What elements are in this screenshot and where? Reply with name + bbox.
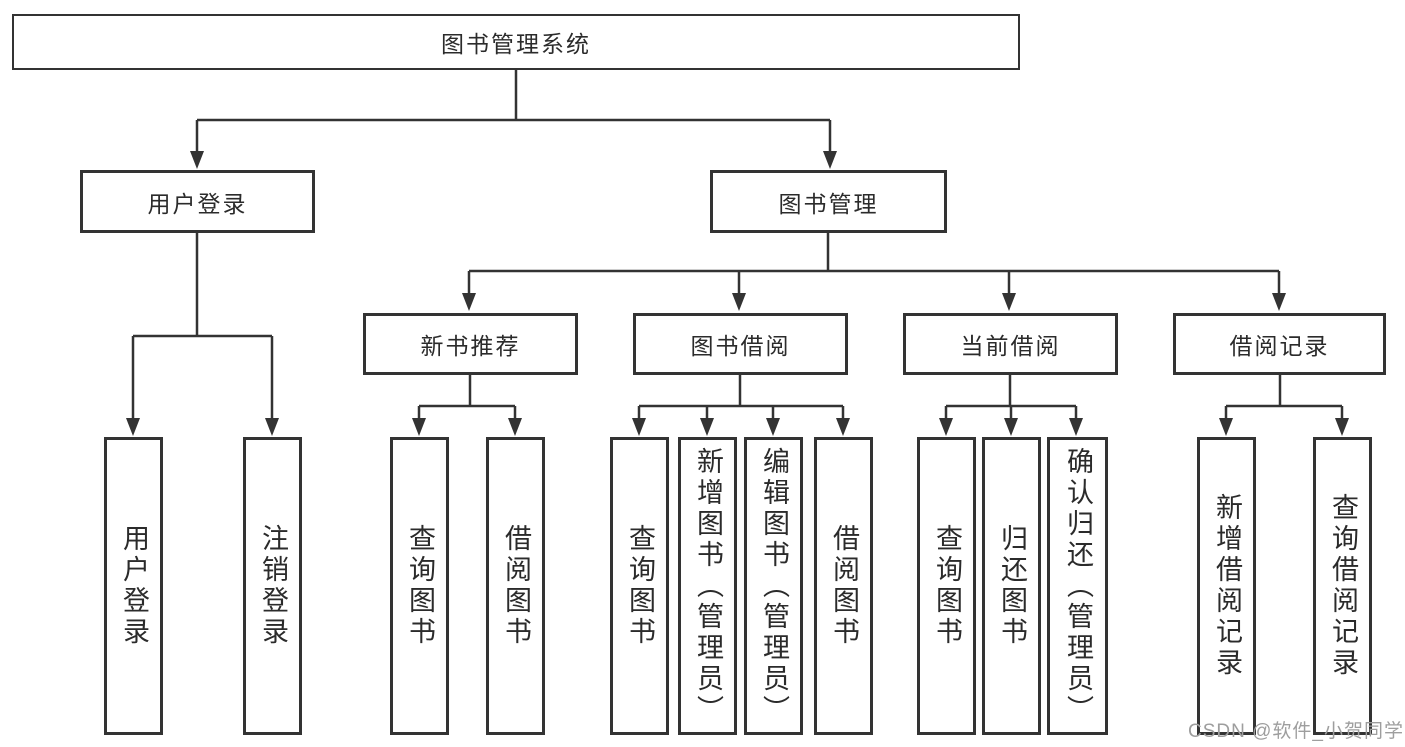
node-label: 借阅图书 [829, 524, 859, 648]
leaf-add-borrow-record: 新增借阅记录 [1197, 437, 1256, 735]
node-label: 查询借阅记录 [1328, 493, 1358, 679]
csdn-watermark: CSDN @软件_小贺同学 [1188, 721, 1404, 742]
node-label: 借阅图书 [501, 524, 531, 648]
leaf-confirm-return-admin: 确认归还（管理员） [1047, 437, 1108, 735]
node-label: 用户登录 [119, 524, 149, 648]
node-label: 查询图书 [405, 524, 435, 648]
node-label: 图书管理 [778, 190, 879, 217]
leaf-user-login: 用户登录 [104, 437, 163, 735]
node-label: 查询图书 [932, 524, 962, 648]
leaf-query-books-3: 查询图书 [917, 437, 976, 735]
leaf-borrow-books-2: 借阅图书 [814, 437, 873, 735]
node-label: 编辑图书（管理员） [759, 446, 789, 726]
leaf-query-books-2: 查询图书 [610, 437, 669, 735]
leaf-return-books: 归还图书 [982, 437, 1041, 735]
node-label: 确认归还（管理员） [1063, 446, 1093, 726]
node-label: 新增借阅记录 [1212, 493, 1242, 679]
node-library-management-system: 图书管理系统 [12, 14, 1020, 70]
leaf-edit-books-admin: 编辑图书（管理员） [744, 437, 803, 735]
leaf-logout: 注销登录 [243, 437, 302, 735]
node-label: 归还图书 [997, 524, 1027, 648]
node-borrowing-records: 借阅记录 [1173, 313, 1386, 375]
node-new-book-recommendation: 新书推荐 [363, 313, 578, 375]
leaf-query-borrow-record: 查询借阅记录 [1313, 437, 1372, 735]
node-user-login: 用户登录 [80, 170, 315, 233]
node-label: 图书管理系统 [441, 31, 591, 57]
node-book-management: 图书管理 [710, 170, 947, 233]
node-label: 新增图书（管理员） [693, 446, 723, 726]
node-label: 借阅记录 [1229, 333, 1330, 359]
leaf-add-books-admin: 新增图书（管理员） [678, 437, 737, 735]
node-label: 用户登录 [147, 190, 248, 217]
node-label: 查询图书 [625, 524, 655, 648]
node-label: 新书推荐 [420, 333, 521, 359]
node-label: 注销登录 [258, 524, 288, 648]
node-current-borrowing: 当前借阅 [903, 313, 1118, 375]
leaf-query-books-1: 查询图书 [390, 437, 449, 735]
node-label: 当前借阅 [960, 333, 1061, 359]
node-book-borrowing: 图书借阅 [633, 313, 848, 375]
leaf-borrow-books-1: 借阅图书 [486, 437, 545, 735]
node-label: 图书借阅 [690, 333, 791, 359]
